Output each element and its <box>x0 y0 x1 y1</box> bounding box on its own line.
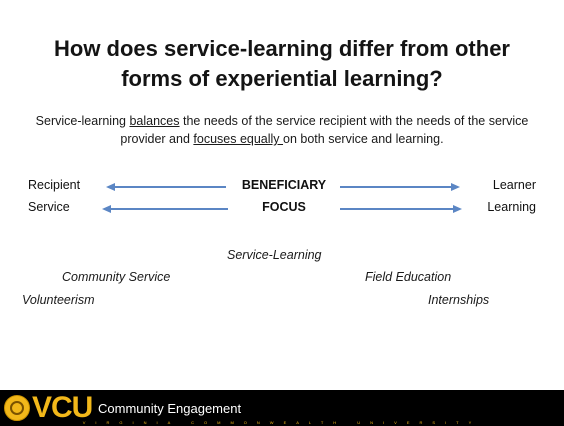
vcu-logo-text: VCU <box>32 391 93 424</box>
vcu-seal-icon <box>4 395 30 421</box>
left-arrow-icon <box>106 183 226 191</box>
right-arrow-icon <box>340 183 460 191</box>
service-label: Service <box>28 200 70 214</box>
intro-underline-focuses: focuses equally <box>193 132 284 146</box>
focus-row: Service FOCUS Learning <box>0 200 564 218</box>
beneficiary-row: Recipient BENEFICIARY Learner <box>0 178 564 196</box>
title-line-1: How does service-learning differ from ot… <box>54 36 510 61</box>
university-name: VIRGINIA COMMONWEALTH UNIVERSITY <box>82 420 482 425</box>
intro-text-2: the needs of the service recipient with … <box>120 114 529 146</box>
footer-bar: VCU Community Engagement VIRGINIA COMMON… <box>0 390 564 426</box>
beneficiary-label: BENEFICIARY <box>241 178 327 192</box>
recipient-label: Recipient <box>28 178 81 192</box>
learner-label: Learner <box>492 178 536 192</box>
department-name: Community Engagement <box>98 401 242 416</box>
title-line-2: forms of experiential learning? <box>121 66 443 91</box>
term-internships: Internships <box>428 293 490 307</box>
intro-underline-balances: balances <box>129 114 180 128</box>
vcu-seal-inner <box>10 401 24 415</box>
term-service-learning: Service-Learning <box>227 248 322 262</box>
left-arrow-icon <box>102 205 228 213</box>
right-arrow-icon <box>340 205 462 213</box>
term-field-education: Field Education <box>365 270 452 284</box>
focus-label: FOCUS <box>262 200 306 214</box>
term-community-service: Community Service <box>62 270 171 284</box>
intro-text-3: on both service and learning. <box>283 132 444 146</box>
intro-text-1: Service-learning <box>35 114 130 128</box>
intro-paragraph: Service-learning balances the needs of t… <box>22 112 542 148</box>
learning-label: Learning <box>487 200 536 214</box>
slide-title: How does service-learning differ from ot… <box>30 34 534 94</box>
term-volunteerism: Volunteerism <box>22 293 95 307</box>
